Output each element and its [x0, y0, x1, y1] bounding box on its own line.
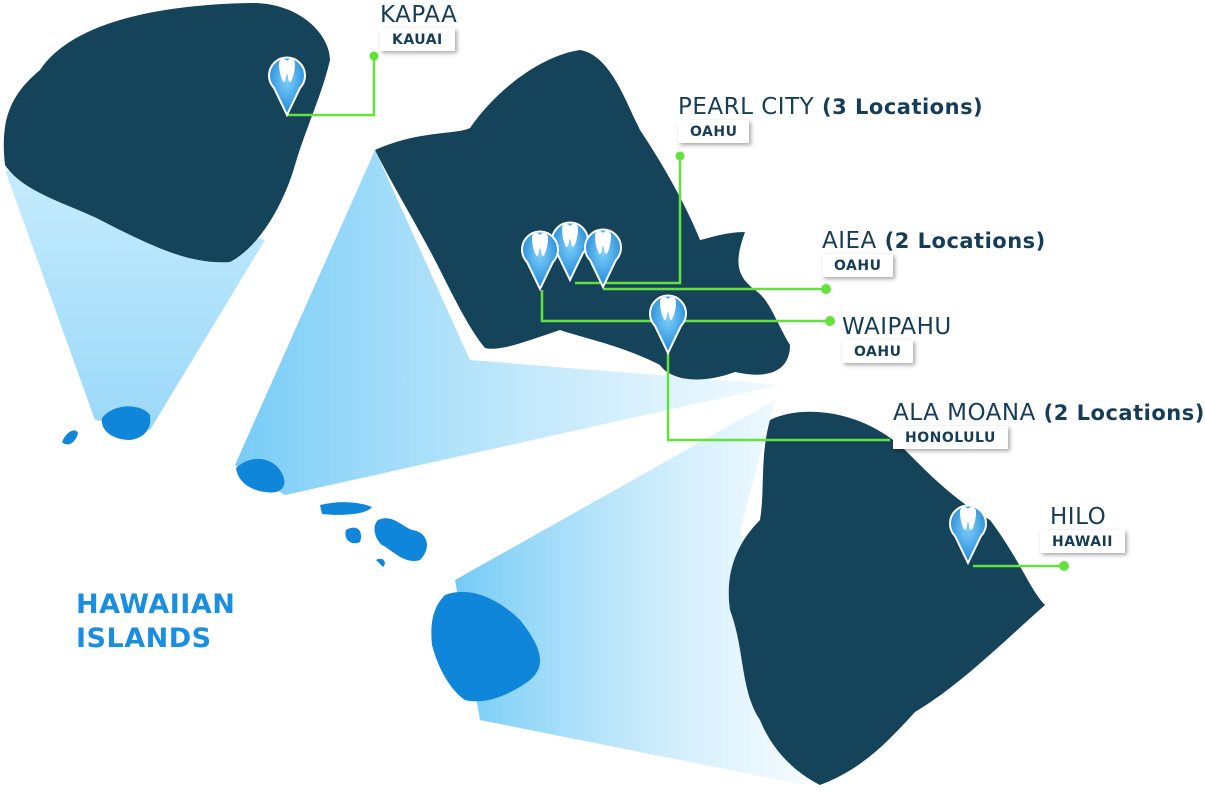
island-hawaii-small	[431, 591, 541, 702]
location-city: PEARL CITY (3 Locations)	[678, 94, 984, 120]
location-city: HILO	[1050, 504, 1107, 530]
island-hawaii	[728, 411, 1045, 785]
connector-dot	[821, 284, 831, 294]
connector-kapaa	[287, 56, 376, 117]
beam-oahu	[235, 150, 780, 495]
location-city: WAIPAHU	[842, 314, 952, 340]
map-title: HAWAIIAN ISLANDS	[76, 588, 235, 656]
location-city: KAPAA	[380, 2, 458, 28]
location-hilo[interactable]: HILO HAWAII	[1040, 504, 1125, 553]
island-oahu-small	[236, 458, 285, 493]
tooth-pin-icon[interactable]	[521, 230, 559, 292]
island-kauai	[3, 2, 330, 263]
island-kahoolawe-small	[376, 558, 385, 567]
location-waipahu[interactable]: WAIPAHU OAHU	[842, 314, 952, 363]
map-title-line2: ISLANDS	[76, 623, 212, 654]
connector-dot	[675, 151, 685, 161]
map-title-line1: HAWAIIAN	[76, 589, 236, 620]
location-ala-moana[interactable]: ALA MOANA (2 Locations) HONOLULU	[893, 400, 1205, 449]
tooth-pin-icon[interactable]	[949, 504, 987, 566]
connector-dot	[369, 51, 379, 61]
location-kapaa[interactable]: KAPAA KAUAI	[380, 2, 457, 51]
island-molokai-small	[320, 502, 372, 515]
island-maui-small	[374, 518, 427, 562]
connector-pearl-city	[575, 156, 682, 285]
island-tag: HAWAII	[1040, 530, 1125, 553]
location-pearl-city[interactable]: PEARL CITY (3 Locations) OAHU	[678, 94, 983, 143]
connector-dot	[825, 316, 835, 326]
connector-waipahu	[540, 290, 830, 323]
location-city: ALA MOANA (2 Locations)	[893, 400, 1205, 426]
island-kauai-small	[101, 406, 151, 440]
island-oahu	[375, 50, 790, 380]
location-city: AIEA (2 Locations)	[822, 228, 1046, 254]
connector-lines	[287, 56, 1064, 568]
connector-dots	[369, 51, 1069, 571]
island-tag: OAHU	[822, 254, 894, 277]
island-tag: HONOLULU	[893, 426, 1008, 449]
connector-ala-moana	[666, 352, 890, 442]
island-lanai-small	[345, 527, 362, 544]
island-niihau-small	[62, 430, 78, 445]
island-tag: OAHU	[842, 340, 914, 363]
pins	[268, 56, 987, 566]
tooth-pin-icon[interactable]	[268, 56, 306, 118]
island-tag: OAHU	[678, 120, 750, 143]
island-tag: KAUAI	[380, 28, 455, 51]
beam-hawaii	[455, 400, 805, 785]
tooth-pin-icon[interactable]	[649, 294, 687, 356]
tooth-pin-icon[interactable]	[584, 228, 622, 290]
location-aiea[interactable]: AIEA (2 Locations) OAHU	[822, 228, 1046, 277]
connector-dot	[1059, 561, 1069, 571]
